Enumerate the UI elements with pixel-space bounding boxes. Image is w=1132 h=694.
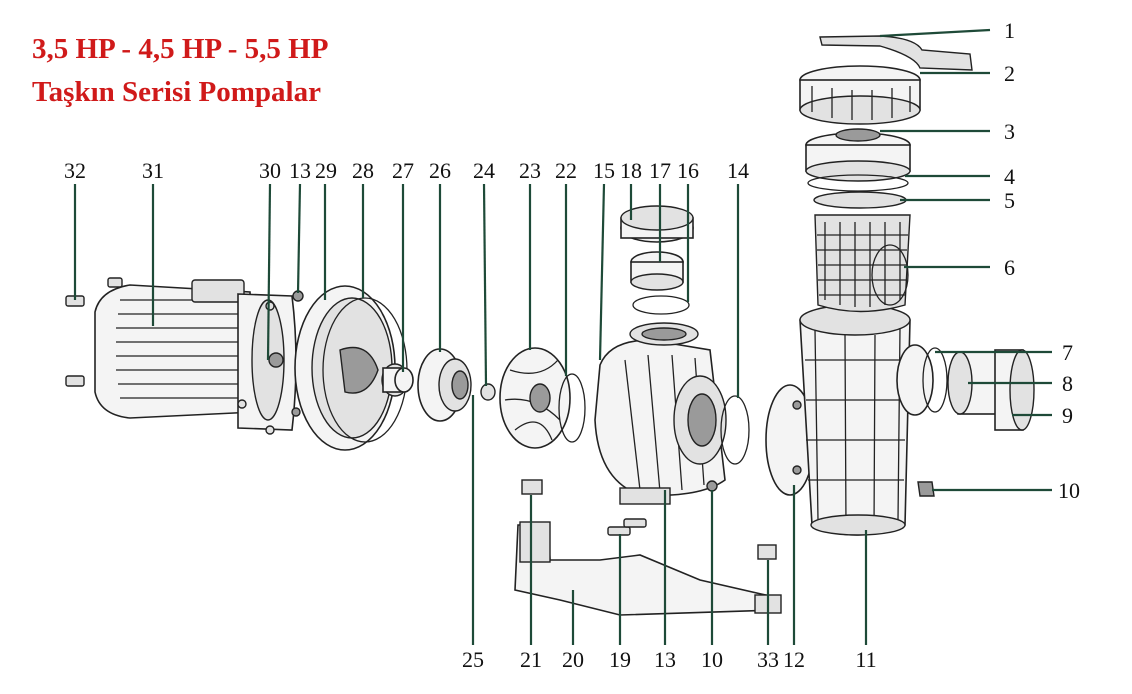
callout-26: 26 — [429, 158, 451, 183]
callout-15: 15 — [593, 158, 615, 183]
nut-small-13b — [291, 407, 301, 417]
callout-23: 23 — [519, 158, 541, 183]
callout-27: 27 — [392, 158, 414, 183]
callout-13-top: 13 — [289, 158, 311, 183]
callout-13-bottom: 13 — [654, 647, 676, 672]
callouts-bottom: 25 21 20 19 13 10 33 12 11 — [462, 647, 877, 672]
callout-31: 31 — [142, 158, 164, 183]
leader-lines — [73, 28, 1052, 645]
callout-19: 19 — [609, 647, 631, 672]
callout-18: 18 — [620, 158, 642, 183]
rubber-foot-33 — [757, 544, 777, 560]
callout-33: 33 — [757, 647, 779, 672]
impeller-cap — [417, 348, 472, 422]
callout-7: 7 — [1062, 340, 1073, 365]
callout-21: 21 — [520, 647, 542, 672]
motor-bolts — [65, 277, 123, 387]
callout-28: 28 — [352, 158, 374, 183]
strainer-housing — [799, 304, 911, 536]
shaft-seal — [381, 363, 414, 397]
callout-30: 30 — [259, 158, 281, 183]
pump-base — [514, 521, 782, 616]
callout-20: 20 — [562, 647, 584, 672]
pump-housing — [594, 339, 727, 505]
motor-body — [94, 279, 297, 435]
callout-12: 12 — [783, 647, 805, 672]
callout-1: 1 — [1004, 18, 1015, 43]
callout-4: 4 — [1004, 164, 1015, 189]
callout-29: 29 — [315, 158, 337, 183]
callout-10-right: 10 — [1058, 478, 1080, 503]
base-bolts — [607, 518, 647, 536]
callout-14: 14 — [727, 158, 749, 183]
union-fittings-top — [620, 205, 699, 346]
callout-16: 16 — [677, 158, 699, 183]
callout-6: 6 — [1004, 255, 1015, 280]
diagram-title-line-2: Taşkın Serisi Pompalar — [32, 76, 321, 108]
strainer-lid-parts — [805, 128, 911, 209]
callout-25: 25 — [462, 647, 484, 672]
strainer-lid-ring — [799, 65, 921, 125]
filter-basket — [814, 214, 911, 313]
callout-24: 24 — [473, 158, 495, 183]
impeller — [499, 347, 571, 449]
drain-plug-right — [917, 481, 935, 497]
callout-17: 17 — [649, 158, 671, 183]
motor-flange-plate — [294, 285, 408, 451]
lid-wrench — [819, 35, 973, 71]
callout-8: 8 — [1062, 371, 1073, 396]
callout-3: 3 — [1004, 119, 1015, 144]
union-fittings-right — [896, 344, 1035, 431]
callouts-right: 1 2 3 4 5 6 7 8 9 10 — [1004, 18, 1080, 503]
callout-10-bottom: 10 — [701, 647, 723, 672]
diagram-title-line-1: 3,5 HP - 4,5 HP - 5,5 HP — [32, 33, 329, 65]
callout-2: 2 — [1004, 61, 1015, 86]
callout-22: 22 — [555, 158, 577, 183]
callout-9: 9 — [1062, 403, 1073, 428]
callout-5: 5 — [1004, 188, 1015, 213]
callout-11: 11 — [855, 647, 876, 672]
o-ring-22 — [558, 373, 586, 443]
drain-plug-housing — [706, 480, 718, 492]
rubber-foot-21 — [521, 479, 543, 495]
callouts-top: 32 31 30 13 29 28 27 26 24 23 22 15 18 1… — [64, 158, 749, 183]
o-ring-14 — [720, 395, 750, 465]
callout-32: 32 — [64, 158, 86, 183]
small-plug — [480, 383, 496, 401]
